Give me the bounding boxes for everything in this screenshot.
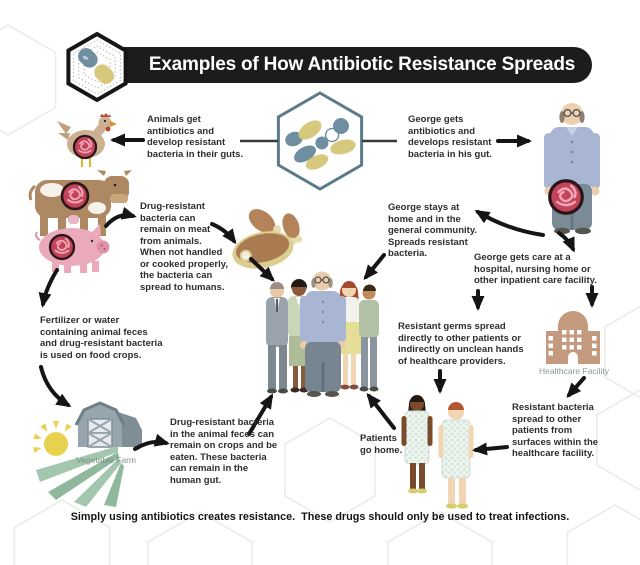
- meat-icon: [232, 209, 302, 269]
- field-rows: [36, 446, 124, 507]
- george-figure: [544, 103, 600, 235]
- header-bar: [100, 47, 592, 83]
- text-crops: Drug-resistant bacteria in the animal fe…: [170, 417, 278, 486]
- background-hexagon-pattern: [0, 24, 640, 565]
- arrow-pig-to-fertilizer: [38, 268, 59, 308]
- pig-icon: [35, 224, 110, 273]
- patients-figure: [401, 395, 474, 509]
- arrow-patients-to-crowd: [366, 392, 396, 430]
- text-patients-home: Patients go home.: [360, 433, 403, 456]
- vegetable-farm-label: Vegetable Farm: [75, 455, 136, 465]
- footer-message: Simply using antibiotics creates resista…: [70, 511, 570, 523]
- arrow-meat-to-crowd: [249, 257, 275, 282]
- text-animals-get: Animals get antibiotics and develop resi…: [147, 114, 244, 160]
- text-george-care: George gets care at a hospital, nursing …: [474, 252, 597, 286]
- suit-man-figure: [266, 282, 288, 394]
- flow-arrows: [38, 133, 599, 456]
- sun-icon: [33, 421, 72, 456]
- patient-man-figure: [438, 402, 474, 509]
- arrow-crops-to-crowd: [247, 393, 274, 436]
- text-george-gets: George gets antibiotics and develops res…: [408, 114, 492, 160]
- healthcare-facility-label: Healthcare Facility: [539, 366, 609, 376]
- text-fertilizer: Fertilizer or water containing animal fe…: [40, 315, 163, 361]
- arrow-surfaces-to-patients: [472, 442, 509, 456]
- text-meat: Drug-resistant bacteria can remain on me…: [140, 201, 228, 293]
- antibiotic-pills-hexagon-icon: [276, 91, 364, 191]
- patient-woman-figure: [401, 395, 433, 494]
- healthcare-facility-icon: [546, 311, 600, 364]
- arrow-animals-to-meat-text: [104, 206, 137, 228]
- arrow-fertilizer-to-barn: [39, 365, 72, 408]
- crowd-george-figure: [300, 271, 346, 397]
- arrow-george-to-stays-text: [474, 209, 545, 237]
- green-shirt-man-figure: [359, 284, 379, 392]
- arrow-george-to-care-text: [557, 231, 575, 253]
- arrow-text-to-meat: [210, 222, 237, 245]
- page-title: Examples of How Antibiotic Resistance Sp…: [148, 54, 576, 75]
- arrow-barn-to-crops-text: [133, 433, 170, 451]
- text-surfaces: Resistant bacteria spread to other patie…: [512, 402, 599, 459]
- community-crowd-figure: [266, 271, 379, 397]
- arrow-stays-to-crowd: [363, 253, 386, 281]
- text-germs-spread: Resistant germs spread directly to other…: [398, 321, 524, 367]
- vegetable-farm-barn-icon: [33, 401, 142, 507]
- capsule-pill-icon: [66, 31, 128, 103]
- chicken-icon: [57, 113, 117, 167]
- arrow-building-to-surfaces-text: [566, 376, 586, 398]
- cow-icon: [28, 170, 132, 236]
- text-george-stays: George stays at home and in the general …: [388, 202, 478, 259]
